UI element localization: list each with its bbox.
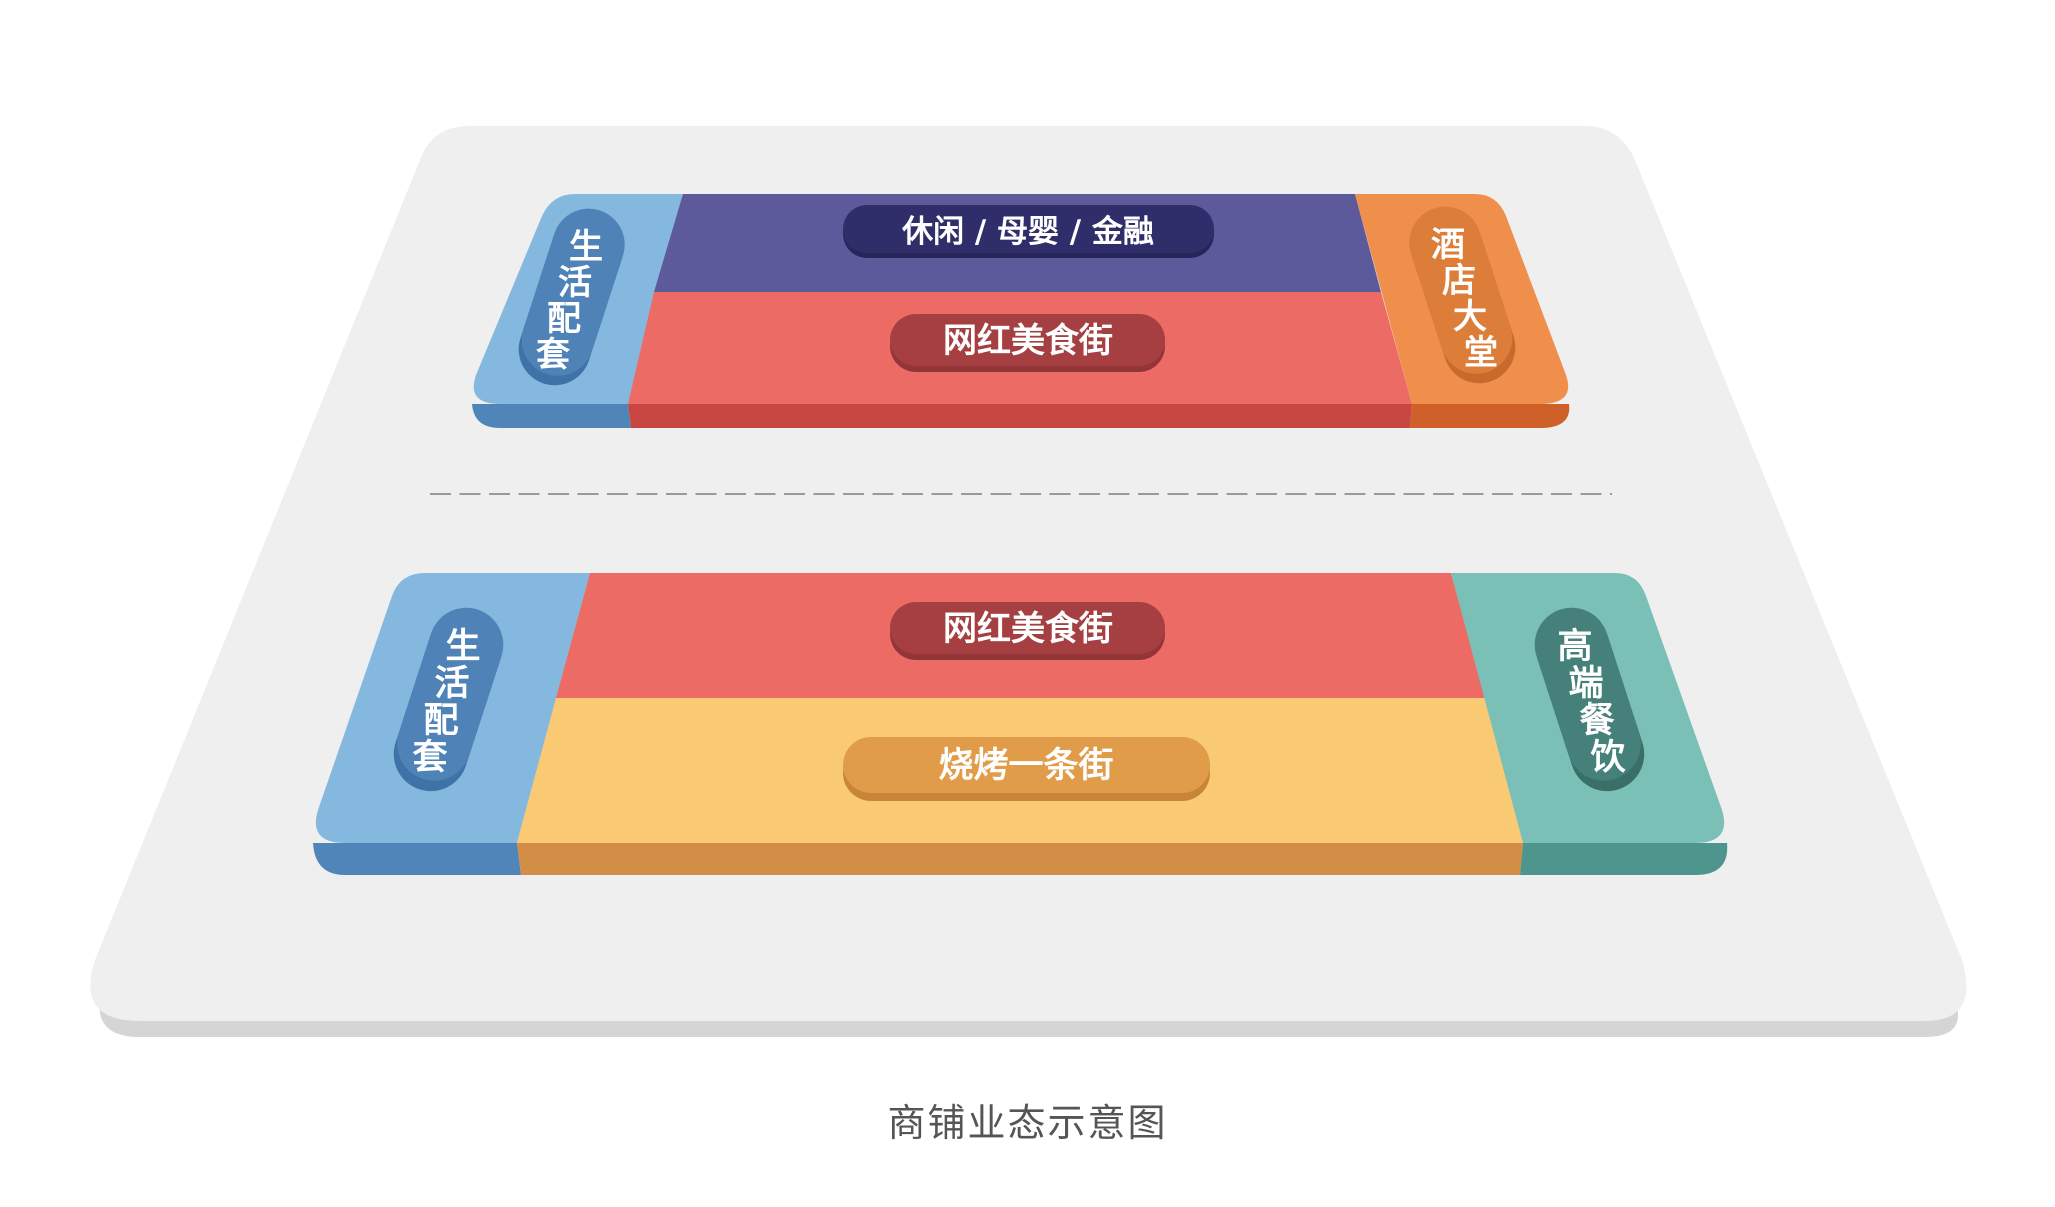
upper-right-char-4: 堂	[1464, 333, 1498, 373]
upper-right-char-1: 酒	[1431, 225, 1465, 265]
upper-block: 生 活 配 套 酒 店 大 堂 休闲 / 母婴 / 金融	[472, 194, 1570, 428]
upper-right-char-3: 大	[1453, 297, 1487, 337]
lower-right-char-1: 高	[1557, 627, 1592, 667]
upper-middle-pill: 网红美食街	[890, 314, 1165, 372]
lower-bottom-pill: 烧烤一条街	[843, 737, 1210, 801]
lower-left-char-4: 套	[412, 738, 447, 778]
lower-right-char-3: 餐	[1579, 701, 1615, 741]
upper-middle-zone-side	[628, 404, 1412, 428]
lower-left-char-2: 活	[434, 664, 469, 704]
upper-right-char-2: 店	[1442, 261, 1476, 301]
upper-left-pill: 生 活 配 套	[518, 208, 625, 386]
lower-top-pill: 网红美食街	[890, 602, 1165, 660]
upper-top-label: 休闲 / 母婴 / 金融	[901, 214, 1154, 250]
lower-right-char-4: 饮	[1590, 738, 1626, 778]
lower-right-pill: 高 端 餐 饮	[1534, 607, 1645, 792]
lower-right-zone-side	[1520, 843, 1728, 875]
upper-top-pill: 休闲 / 母婴 / 金融	[843, 205, 1214, 258]
lower-left-zone-side	[313, 843, 521, 875]
lower-block: 生 活 配 套 高 端 餐 饮 网红美食街	[313, 573, 1728, 875]
lower-left-char-3: 配	[423, 701, 458, 741]
upper-middle-label: 网红美食街	[943, 321, 1113, 361]
upper-right-zone-side	[1410, 404, 1570, 428]
upper-left-char-3: 配	[547, 299, 581, 339]
upper-left-char-4: 套	[536, 335, 570, 375]
lower-left-pill: 生 活 配 套	[393, 607, 504, 792]
lower-bottom-zone-side	[517, 843, 1523, 875]
lower-top-label: 网红美食街	[943, 609, 1113, 649]
upper-left-char-2: 活	[558, 263, 592, 303]
upper-left-zone-side	[472, 404, 631, 428]
lower-right-char-2: 端	[1568, 664, 1603, 704]
lower-left-char-1: 生	[445, 627, 480, 667]
upper-left-char-1: 生	[569, 227, 603, 267]
diagram-caption: 商铺业态示意图	[887, 1101, 1168, 1145]
upper-right-pill: 酒 店 大 堂	[1409, 206, 1516, 384]
lower-bottom-label: 烧烤一条街	[938, 746, 1113, 786]
